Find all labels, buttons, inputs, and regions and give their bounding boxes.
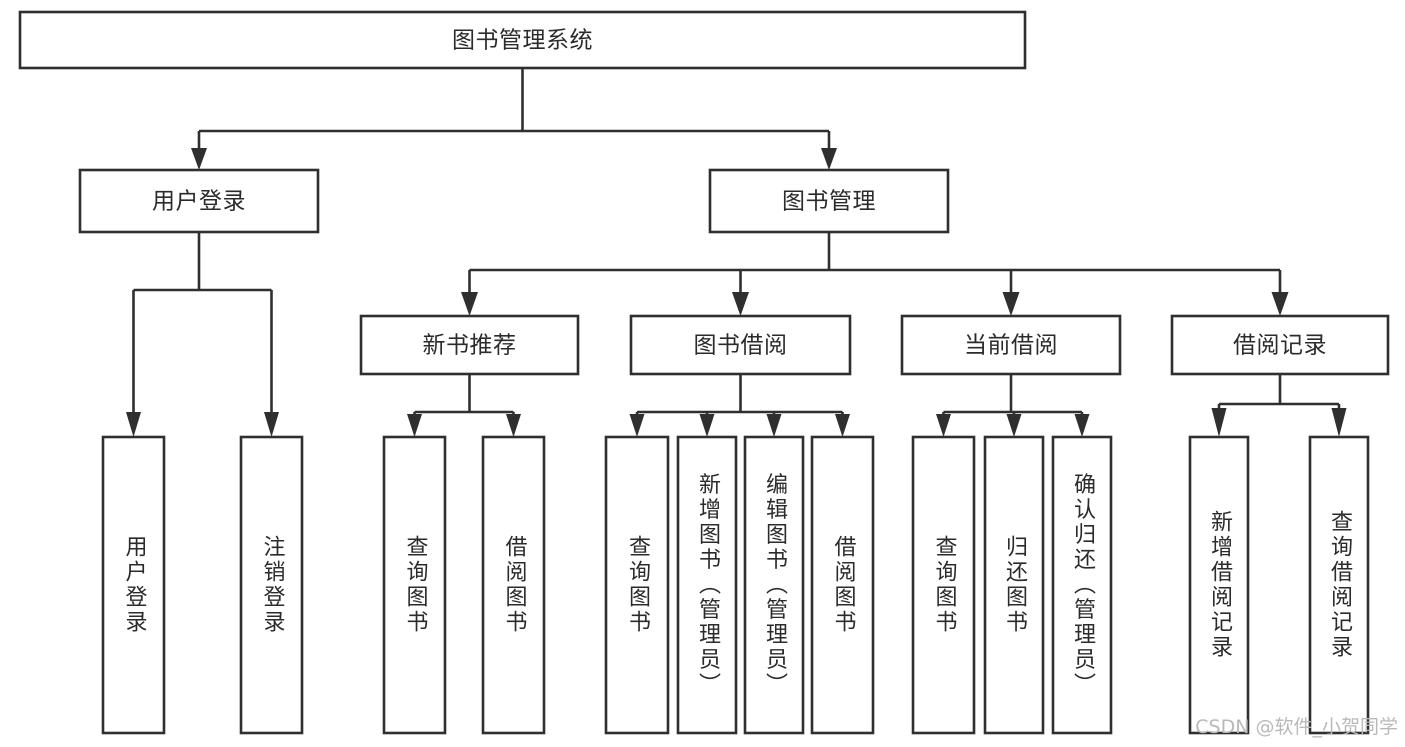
node-leaf-add-book-admin-label: 新增图书（管理员） (695, 473, 721, 698)
node-leaf-query-book-current[interactable]: 查询图书 (911, 435, 976, 735)
node-book-borrow-box[interactable] (629, 314, 852, 376)
node-leaf-confirm-return-admin[interactable]: 确认归还（管理员） (1051, 435, 1113, 735)
node-leaf-user-login[interactable]: 用户登录 (101, 435, 166, 735)
node-leaf-borrow-book[interactable]: 借阅图书 (810, 435, 875, 735)
node-leaf-query-book-current-box[interactable] (911, 435, 976, 735)
node-new-book-recommend-label: 新书推荐 (423, 333, 517, 359)
node-leaf-add-book-admin[interactable]: 新增图书（管理员） (676, 435, 738, 735)
node-leaf-edit-book-admin-label: 编辑图书（管理员） (762, 473, 788, 698)
node-leaf-borrow-book-recommend-box[interactable] (481, 435, 546, 735)
node-borrow-record[interactable]: 借阅记录 (1170, 314, 1390, 376)
node-leaf-borrow-book-recommend-label: 借阅图书 (502, 535, 528, 635)
node-leaf-borrow-book-label: 借阅图书 (831, 535, 857, 635)
node-leaf-edit-book-admin-box[interactable] (743, 435, 805, 735)
node-leaf-borrow-book-recommend[interactable]: 借阅图书 (481, 435, 546, 735)
node-root-label: 图书管理系统 (452, 28, 593, 54)
arrow-head-user-login (191, 148, 207, 170)
node-leaf-user-logout[interactable]: 注销登录 (239, 435, 304, 735)
arrow-head-leaf-return-book (1006, 414, 1022, 437)
node-leaf-add-book-admin-box[interactable] (676, 435, 738, 735)
node-leaf-query-book-borrow-label: 查询图书 (625, 535, 651, 635)
node-leaf-query-book-recommend-box[interactable] (382, 435, 447, 735)
node-leaf-edit-book-admin[interactable]: 编辑图书（管理员） (743, 435, 805, 735)
arrow-head-leaf-user-logout (264, 412, 279, 437)
arrow-head-new-book-recommend (461, 292, 478, 316)
arrow-head-leaf-query-book-recommend (407, 414, 422, 437)
connector-layer (126, 68, 1347, 437)
arrow-head-leaf-user-login (126, 412, 141, 437)
node-book-management-box[interactable] (708, 168, 950, 234)
node-current-borrow-label: 当前借阅 (964, 333, 1058, 359)
node-book-management-label: 图书管理 (782, 189, 876, 215)
node-leaf-confirm-return-admin-label: 确认归还（管理员） (1070, 473, 1096, 698)
node-new-book-recommend[interactable]: 新书推荐 (359, 314, 580, 376)
node-current-borrow[interactable]: 当前借阅 (900, 314, 1122, 376)
node-borrow-record-box[interactable] (1170, 314, 1390, 376)
node-leaf-query-borrow-record[interactable]: 查询借阅记录 (1308, 435, 1370, 735)
node-leaf-query-book-current-label: 查询图书 (932, 535, 958, 635)
arrow-head-leaf-add-book-admin (699, 414, 715, 437)
node-user-login[interactable]: 用户登录 (78, 168, 320, 234)
node-leaf-user-logout-box[interactable] (239, 435, 304, 735)
node-leaf-user-logout-label: 注销登录 (260, 535, 286, 635)
node-leaf-add-borrow-record-label: 新增借阅记录 (1207, 510, 1233, 660)
arrow-head-leaf-borrow-book (835, 414, 850, 437)
arrow-head-book-borrow (732, 292, 749, 316)
node-leaf-query-book-borrow[interactable]: 查询图书 (604, 435, 670, 735)
arrow-head-book-management (821, 148, 837, 170)
node-user-login-label: 用户登录 (152, 189, 246, 215)
node-leaf-return-book-box[interactable] (983, 435, 1045, 735)
node-leaf-query-borrow-record-label: 查询借阅记录 (1327, 510, 1353, 660)
arrow-head-leaf-borrow-book-recommend (506, 414, 521, 437)
node-user-login-box[interactable] (78, 168, 320, 234)
arrow-head-leaf-add-borrow-record (1211, 408, 1227, 437)
node-leaf-query-borrow-record-box[interactable] (1308, 435, 1370, 735)
node-root[interactable]: 图书管理系统 (18, 10, 1027, 70)
csdn-watermark: CSDN @软件_小贺同学 (1195, 716, 1398, 738)
arrow-head-leaf-confirm-return-admin (1074, 414, 1090, 437)
arrow-head-leaf-query-book-current (936, 414, 951, 437)
node-leaf-return-book[interactable]: 归还图书 (983, 435, 1045, 735)
node-leaf-add-borrow-record[interactable]: 新增借阅记录 (1188, 435, 1250, 735)
node-leaf-user-login-box[interactable] (101, 435, 166, 735)
node-leaf-query-book-borrow-box[interactable] (604, 435, 670, 735)
node-new-book-recommend-box[interactable] (359, 314, 580, 376)
node-leaf-user-login-label: 用户登录 (122, 535, 148, 635)
node-layer: 图书管理系统 用户登录 图书管理 新书推荐 图书借阅 当前 (18, 10, 1390, 735)
node-leaf-add-borrow-record-box[interactable] (1188, 435, 1250, 735)
node-borrow-record-label: 借阅记录 (1233, 333, 1327, 359)
node-leaf-borrow-book-box[interactable] (810, 435, 875, 735)
node-leaf-confirm-return-admin-box[interactable] (1051, 435, 1113, 735)
node-root-box[interactable] (18, 10, 1027, 70)
node-book-borrow[interactable]: 图书借阅 (629, 314, 852, 376)
arrow-head-leaf-edit-book-admin (766, 414, 782, 437)
node-current-borrow-box[interactable] (900, 314, 1122, 376)
node-leaf-query-book-recommend[interactable]: 查询图书 (382, 435, 447, 735)
node-leaf-return-book-label: 归还图书 (1002, 535, 1028, 635)
arrow-head-leaf-query-book-borrow (629, 414, 645, 437)
node-book-borrow-label: 图书借阅 (694, 333, 788, 359)
arrow-head-borrow-record (1271, 292, 1289, 316)
node-leaf-query-book-recommend-label: 查询图书 (403, 535, 429, 635)
arrow-head-current-borrow (1002, 292, 1020, 316)
node-book-management[interactable]: 图书管理 (708, 168, 950, 234)
arrow-head-leaf-query-borrow-record (1331, 408, 1347, 437)
